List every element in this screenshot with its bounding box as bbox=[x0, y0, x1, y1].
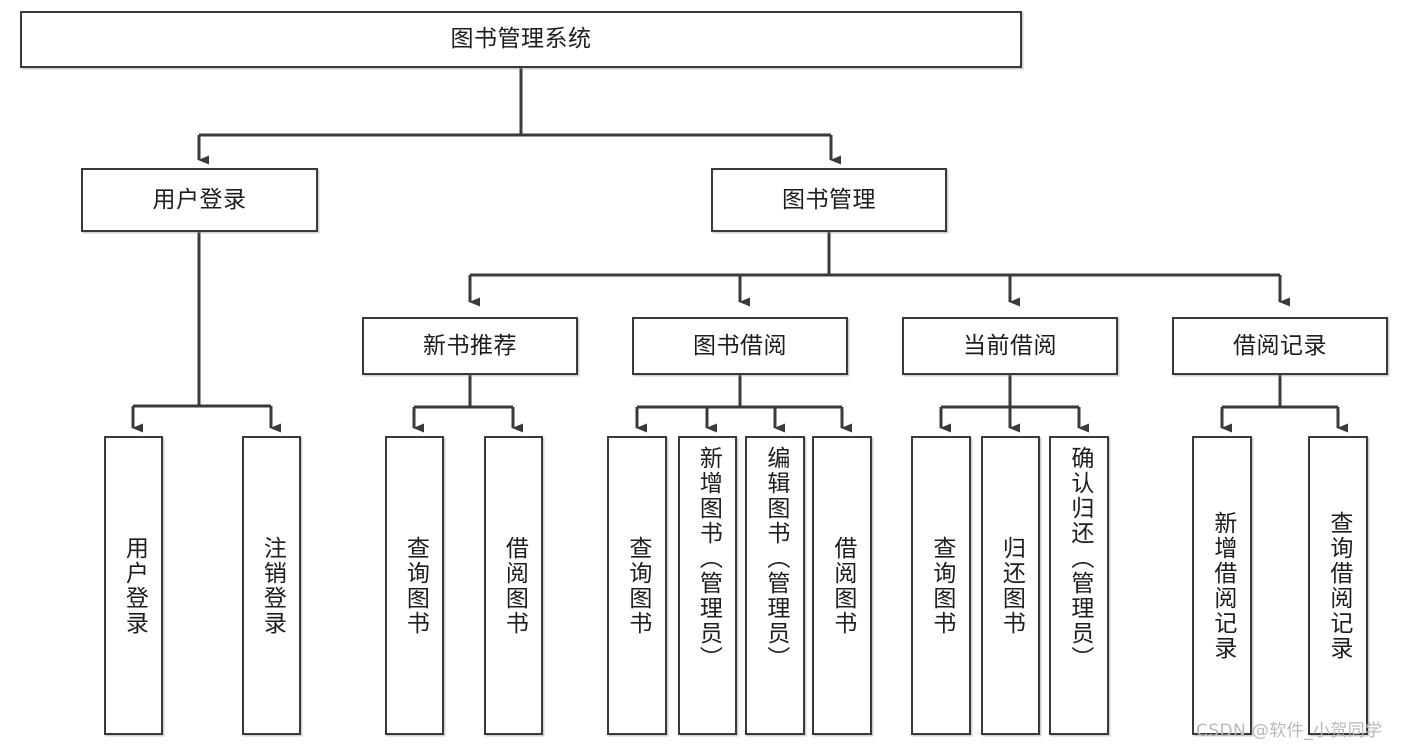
node-new-book-recommend[interactable]: 新书推荐 bbox=[362, 317, 578, 375]
node-label: 借阅记录 bbox=[1233, 332, 1327, 359]
node-label: 注销登录 bbox=[259, 535, 286, 636]
node-label: 图书管理系统 bbox=[450, 26, 592, 53]
leaf-logout[interactable]: 注销登录 bbox=[242, 436, 301, 735]
leaf-borrow-books-recommend[interactable]: 借阅图书 bbox=[484, 436, 543, 735]
node-book-management[interactable]: 图书管理 bbox=[711, 168, 947, 232]
leaf-query-borrow-record[interactable]: 查询借阅记录 bbox=[1308, 436, 1368, 735]
node-current-borrow[interactable]: 当前借阅 bbox=[902, 317, 1118, 375]
leaf-add-borrow-record[interactable]: 新增借阅记录 bbox=[1192, 436, 1252, 735]
node-borrow-record[interactable]: 借阅记录 bbox=[1172, 317, 1388, 375]
node-user-login[interactable]: 用户登录 bbox=[81, 168, 318, 232]
leaf-edit-book-admin[interactable]: 编辑图书（管理员） bbox=[745, 436, 805, 735]
node-label: 归还图书 bbox=[998, 535, 1025, 636]
node-label: 查询图书 bbox=[402, 535, 429, 636]
leaf-query-books-recommend[interactable]: 查询图书 bbox=[385, 436, 444, 735]
node-label: 图书管理 bbox=[782, 186, 876, 213]
leaf-borrow-books[interactable]: 借阅图书 bbox=[812, 436, 872, 735]
node-label: 编辑图书（管理员） bbox=[762, 446, 789, 671]
node-label: 当前借阅 bbox=[963, 332, 1057, 359]
leaf-add-book-admin[interactable]: 新增图书（管理员） bbox=[678, 436, 737, 735]
leaf-return-books[interactable]: 归还图书 bbox=[981, 436, 1040, 735]
node-label: 图书借阅 bbox=[693, 332, 787, 359]
node-label: 新书推荐 bbox=[423, 332, 517, 359]
node-label: 用户登录 bbox=[152, 186, 247, 213]
node-label: 查询图书 bbox=[928, 535, 955, 636]
node-root-system[interactable]: 图书管理系统 bbox=[20, 11, 1022, 68]
watermark-text: CSDN @软件_小贺同学 bbox=[1196, 721, 1383, 741]
node-label: 借阅图书 bbox=[501, 535, 528, 636]
leaf-confirm-return-admin[interactable]: 确认归还（管理员） bbox=[1049, 436, 1109, 735]
node-label: 新增图书（管理员） bbox=[695, 446, 722, 671]
node-label: 确认归还（管理员） bbox=[1066, 446, 1093, 671]
leaf-query-books-current[interactable]: 查询图书 bbox=[911, 436, 971, 735]
node-label: 用户登录 bbox=[121, 535, 148, 636]
node-label: 借阅图书 bbox=[829, 535, 856, 636]
node-label: 查询图书 bbox=[624, 535, 651, 636]
node-book-borrow[interactable]: 图书借阅 bbox=[632, 317, 848, 375]
node-label: 查询借阅记录 bbox=[1325, 510, 1352, 661]
node-label: 新增借阅记录 bbox=[1209, 510, 1236, 661]
leaf-query-books-borrow[interactable]: 查询图书 bbox=[607, 436, 667, 735]
leaf-user-login[interactable]: 用户登录 bbox=[104, 436, 163, 735]
